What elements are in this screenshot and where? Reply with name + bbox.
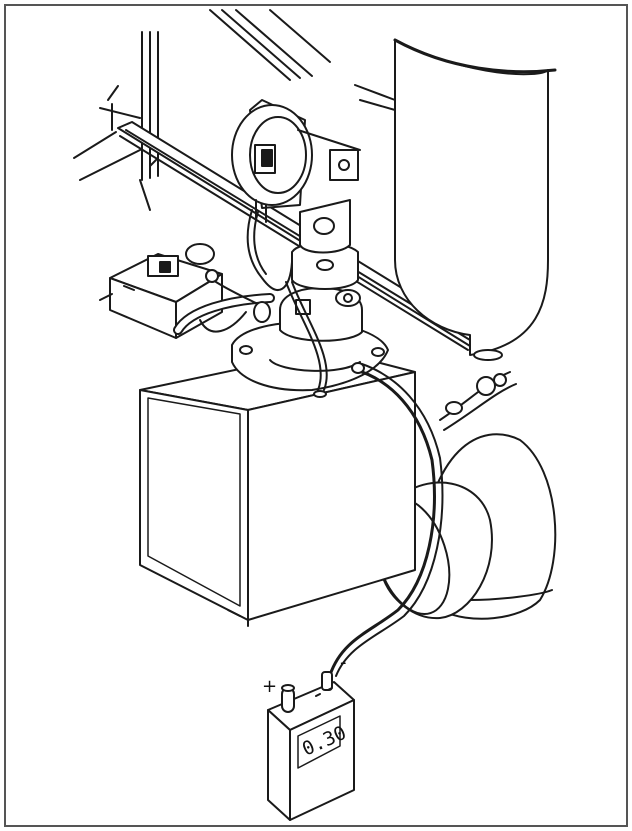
meter-minus-label: - (340, 652, 347, 673)
meter-plus-label: + (262, 676, 277, 697)
figure-frame (4, 4, 628, 827)
test-probe-cable (328, 362, 444, 677)
test-meter (267, 671, 355, 821)
pump-flange (231, 321, 389, 398)
oil-pipe-fitting (439, 371, 517, 431)
boiler-cylinder (354, 38, 557, 361)
fuel-hoses (173, 209, 328, 391)
pressure-regulator-disc (231, 99, 361, 223)
solenoid-valve (99, 243, 223, 339)
burner-housing-box (139, 349, 416, 627)
